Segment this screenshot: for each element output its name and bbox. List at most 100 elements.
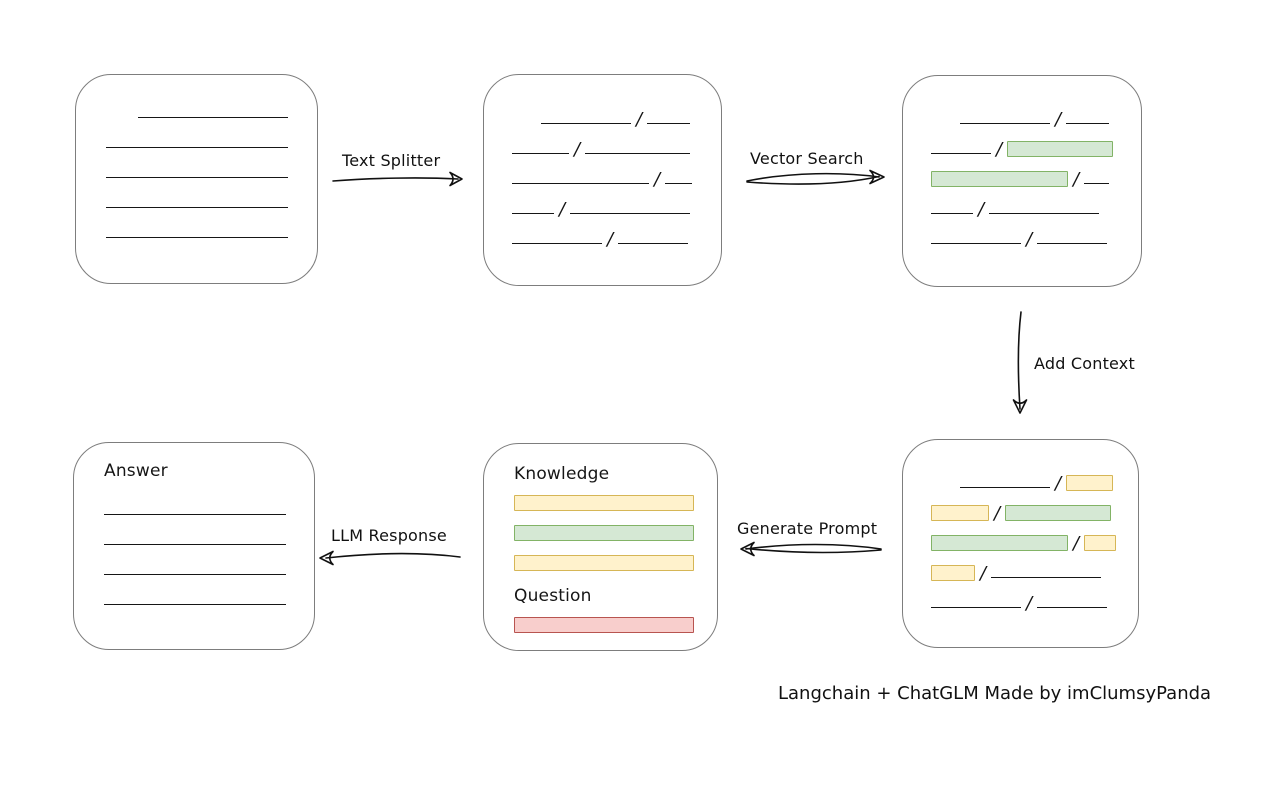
text-row: / <box>512 188 721 220</box>
red-highlight-bar <box>514 617 694 633</box>
knowledge-label: Knowledge <box>514 464 610 484</box>
text-line <box>585 153 691 154</box>
node-answer: Answer <box>73 442 315 650</box>
llm-response-arrow-line <box>325 552 461 559</box>
text-row: / <box>931 462 1138 494</box>
text-row <box>514 548 717 578</box>
generate-prompt-arrowhead <box>740 541 755 557</box>
text-line <box>960 123 1050 124</box>
text-line <box>512 243 602 244</box>
indent-gap <box>106 121 138 122</box>
yellow-highlight-bar <box>514 555 694 571</box>
text-line <box>541 123 631 124</box>
question-bars <box>514 610 717 640</box>
slash-separator: / <box>636 109 643 130</box>
slash-separator: / <box>607 229 614 250</box>
text-line <box>104 604 286 605</box>
text-line <box>104 544 286 545</box>
text-line <box>931 213 973 214</box>
green-highlight-bar <box>1005 505 1112 521</box>
text-line <box>1037 243 1108 244</box>
yellow-highlight-bar <box>1084 535 1117 551</box>
vector-search-arrow-line2 <box>746 175 880 185</box>
text-line <box>931 153 991 154</box>
split-chunk-lines: ///// <box>512 98 721 250</box>
text-row: / <box>512 128 721 159</box>
indent-gap <box>512 127 541 128</box>
text-line <box>104 574 286 575</box>
text-row <box>104 519 314 549</box>
matched-chunk-lines: ///// <box>931 98 1141 250</box>
green-highlight-bar <box>931 535 1068 551</box>
text-line <box>138 117 288 118</box>
yellow-highlight-bar <box>931 505 989 521</box>
text-row: / <box>512 158 721 190</box>
add-context-arrowhead <box>1012 399 1028 414</box>
attribution-caption: Langchain + ChatGLM Made by imClumsyPand… <box>778 683 1212 704</box>
slash-separator: / <box>994 503 1001 524</box>
text-row: / <box>931 158 1141 189</box>
text-row <box>104 549 314 579</box>
slash-separator: / <box>559 199 566 220</box>
text-row: / <box>931 522 1138 554</box>
slash-separator: / <box>1026 229 1033 250</box>
indent-gap <box>931 127 960 128</box>
answer-lines <box>104 489 314 609</box>
text-line <box>512 153 569 154</box>
slash-separator: / <box>1055 473 1062 494</box>
generate-prompt-arrow-line <box>745 543 882 550</box>
text-splitter-arrowhead <box>449 171 463 187</box>
node-context-chunks: ///// <box>902 439 1139 648</box>
text-row: / <box>512 218 721 250</box>
text-row: / <box>931 218 1141 250</box>
text-row <box>514 610 717 640</box>
context-chunk-lines: ///// <box>931 462 1138 613</box>
node-split-chunks: ///// <box>483 74 722 286</box>
node-prompt: Knowledge Question <box>483 443 718 651</box>
text-splitter-arrow-line <box>332 177 459 182</box>
text-line <box>512 213 554 214</box>
generate-prompt-arrow-line2 <box>745 547 882 554</box>
text-row <box>106 92 317 122</box>
text-line <box>570 213 691 214</box>
slash-separator: / <box>1073 533 1080 554</box>
text-row: / <box>512 98 721 130</box>
text-line <box>1084 183 1110 184</box>
text-line <box>618 243 689 244</box>
question-label: Question <box>514 586 592 606</box>
text-row <box>104 489 314 519</box>
text-line <box>106 147 288 148</box>
yellow-highlight-bar <box>1066 475 1114 491</box>
text-line <box>1037 607 1108 608</box>
vector-search-arrow-line <box>746 172 880 182</box>
text-line <box>106 177 288 178</box>
text-row <box>106 152 317 182</box>
yellow-highlight-bar <box>514 495 694 511</box>
slash-separator: / <box>654 169 661 190</box>
vector-search-arrowhead <box>869 169 885 185</box>
answer-label: Answer <box>104 461 168 481</box>
text-row: / <box>931 128 1141 159</box>
text-row <box>106 122 317 152</box>
text-splitter-label: Text Splitter <box>342 151 441 170</box>
add-context-arrow-line <box>1017 311 1022 410</box>
slash-separator: / <box>980 563 987 584</box>
llm-response-label: LLM Response <box>331 526 447 545</box>
text-line <box>1066 123 1110 124</box>
add-context-label: Add Context <box>1034 354 1135 373</box>
text-line <box>512 183 649 184</box>
text-row <box>104 579 314 609</box>
vector-search-label: Vector Search <box>750 149 864 168</box>
text-line <box>106 237 288 238</box>
text-line <box>931 607 1021 608</box>
green-highlight-bar <box>514 525 694 541</box>
generate-prompt-label: Generate Prompt <box>737 519 878 538</box>
text-line <box>989 213 1100 214</box>
document-lines <box>106 92 317 242</box>
node-source-document <box>75 74 318 284</box>
text-line <box>960 487 1050 488</box>
text-line <box>665 183 693 184</box>
node-matched-chunks: ///// <box>902 75 1142 287</box>
indent-gap <box>931 491 960 492</box>
